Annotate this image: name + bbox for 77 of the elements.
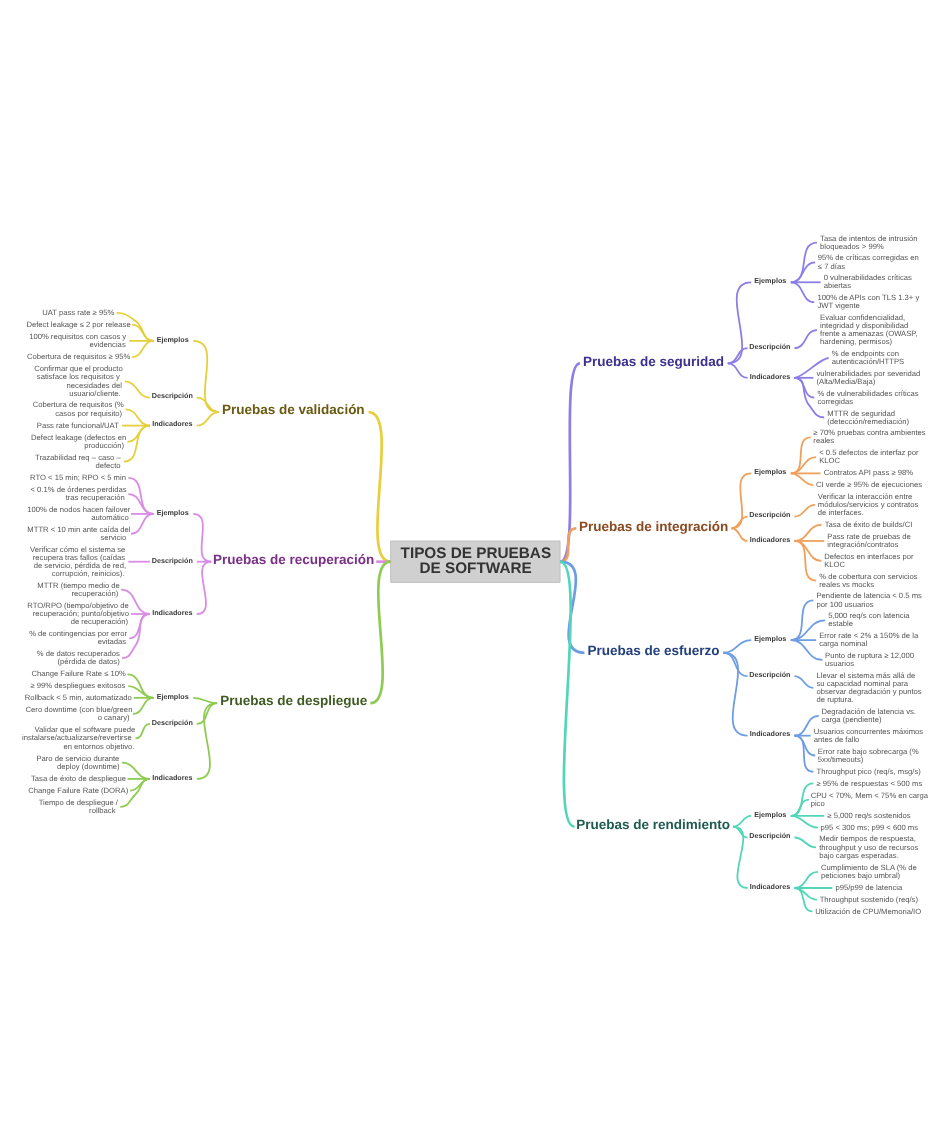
connector xyxy=(789,781,815,816)
connector xyxy=(123,379,151,398)
connector xyxy=(793,886,834,888)
connector xyxy=(730,526,749,541)
connector xyxy=(722,650,749,736)
connector xyxy=(789,618,826,640)
connector xyxy=(559,559,585,654)
connector xyxy=(793,835,817,848)
connector xyxy=(192,695,218,704)
connector xyxy=(789,260,817,283)
connector xyxy=(789,814,819,828)
connector xyxy=(132,695,155,698)
connector xyxy=(127,684,155,698)
connector xyxy=(559,361,581,562)
connector xyxy=(130,512,155,534)
connector xyxy=(195,410,220,426)
connector xyxy=(789,638,817,640)
connector xyxy=(793,539,826,541)
connector xyxy=(726,346,749,364)
connector xyxy=(793,539,817,581)
connector xyxy=(722,638,753,653)
connector xyxy=(726,361,749,378)
connector xyxy=(127,476,155,514)
connector xyxy=(127,559,151,562)
connector xyxy=(128,338,155,341)
connector xyxy=(126,672,155,698)
connector xyxy=(793,375,815,378)
connector xyxy=(793,503,817,517)
connector xyxy=(128,612,151,639)
connector xyxy=(126,777,151,779)
connector xyxy=(130,612,151,614)
connector xyxy=(793,674,815,688)
connector xyxy=(195,395,220,412)
connector xyxy=(130,512,155,514)
connector xyxy=(789,280,822,283)
connector xyxy=(120,587,151,614)
connector xyxy=(730,514,749,529)
connector xyxy=(793,375,816,398)
connector xyxy=(134,722,151,739)
connector xyxy=(793,356,830,378)
connector xyxy=(789,455,817,474)
connector xyxy=(559,559,576,827)
connector xyxy=(121,612,151,659)
connector xyxy=(131,322,155,341)
connector xyxy=(726,280,753,364)
connector xyxy=(789,280,816,302)
connector xyxy=(789,471,822,474)
connector xyxy=(793,886,818,900)
connector xyxy=(131,695,155,714)
connector xyxy=(730,471,753,529)
connector xyxy=(789,797,810,816)
connector xyxy=(127,492,155,514)
connector xyxy=(793,328,818,348)
connector xyxy=(789,814,826,816)
connector xyxy=(732,814,753,827)
connector xyxy=(732,824,749,838)
connector xyxy=(119,777,151,807)
connector xyxy=(793,869,819,888)
connector xyxy=(126,423,151,442)
connector xyxy=(124,407,151,426)
connector xyxy=(789,598,815,640)
connector xyxy=(115,311,155,341)
connector xyxy=(722,650,749,677)
connector xyxy=(793,522,823,541)
node-box: TIPOS DE PRUEBAS DE SOFTWARE xyxy=(390,539,561,582)
connector xyxy=(789,471,815,485)
connector xyxy=(195,701,218,724)
connector xyxy=(131,338,155,357)
connector xyxy=(122,423,151,462)
connector xyxy=(793,375,826,418)
connector xyxy=(789,638,824,660)
connector xyxy=(192,338,220,412)
connector xyxy=(121,423,151,426)
connector xyxy=(559,526,577,563)
connector xyxy=(793,886,814,912)
connector xyxy=(121,760,151,779)
connector xyxy=(789,240,818,283)
